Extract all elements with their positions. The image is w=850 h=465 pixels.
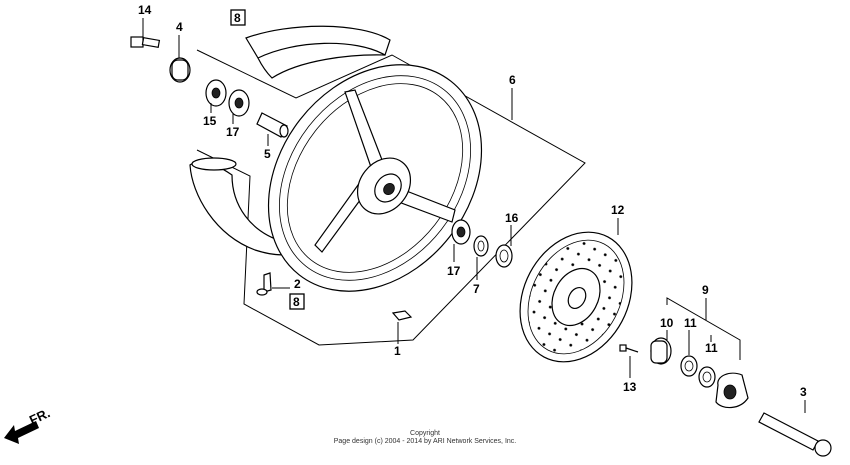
collar (169, 57, 191, 83)
copyright-line2: Page design (c) 2004 - 2014 by ARI Netwo… (333, 438, 517, 445)
wheel-rim (267, 64, 483, 292)
callout-11-left: 11 (684, 316, 697, 330)
dust-seal-16 (495, 244, 513, 268)
tire-upper (245, 25, 391, 79)
balance-weight (391, 310, 413, 321)
bearing-right-17 (451, 219, 471, 245)
callout-17-right: 17 (447, 264, 461, 278)
bearing-left-17 (228, 89, 250, 117)
callout-14: 14 (138, 3, 152, 17)
callout-7: 7 (473, 282, 480, 296)
disc-bolt (619, 344, 639, 353)
callout-13: 13 (623, 380, 637, 394)
callout-8-top: 8 (234, 11, 241, 25)
callout-12: 12 (611, 203, 625, 217)
copyright-line1: Copyright (410, 430, 440, 437)
washer-11b (698, 366, 716, 388)
front-axle (758, 412, 832, 457)
bearing-left-15 (205, 79, 227, 107)
callout-16: 16 (505, 211, 519, 225)
callout-1: 1 (394, 344, 401, 358)
speedo-gearbox (715, 372, 749, 409)
callout-9: 9 (702, 283, 709, 297)
callout-5: 5 (264, 147, 271, 161)
callout-8-bottom: 8 (293, 295, 300, 309)
callout-labels: 14 4 8 6 15 17 5 16 17 7 12 2 8 9 10 11 … (138, 3, 807, 399)
valve (256, 272, 272, 296)
front-arrow-icon (4, 421, 39, 444)
callout-2: 2 (294, 277, 301, 291)
washer-11a (680, 355, 698, 377)
brake-disc (519, 231, 633, 363)
callout-4: 4 (176, 20, 183, 34)
speedo-retainer-10 (650, 337, 672, 365)
callout-11-right: 11 (705, 341, 718, 355)
callout-10: 10 (660, 316, 674, 330)
callout-3: 3 (800, 385, 807, 399)
axle-bolt (130, 36, 161, 49)
distance-collar (256, 112, 289, 138)
callout-box-8-top (230, 9, 246, 26)
callout-6: 6 (509, 73, 516, 87)
seal-7 (473, 235, 489, 257)
callout-17-left: 17 (226, 125, 240, 139)
front-label: FR. (27, 405, 52, 427)
leader-lines (142, 18, 806, 413)
callout-15: 15 (203, 114, 217, 128)
callout-box-8-bottom (289, 293, 305, 310)
